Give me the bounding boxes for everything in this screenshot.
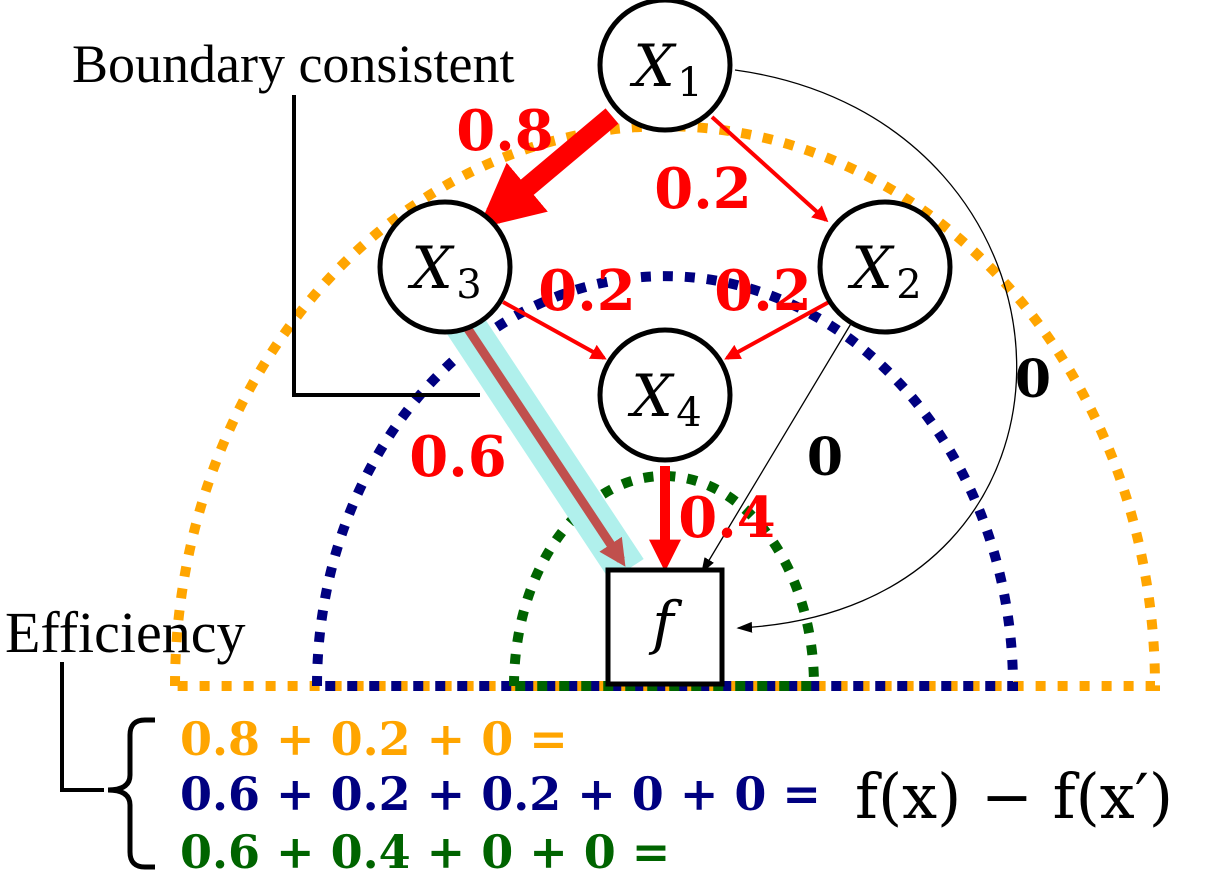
node-x3: X 3 (377, 199, 513, 335)
svg-text:X: X (627, 362, 675, 430)
svg-text:4: 4 (676, 390, 701, 436)
node-x2: X 2 (817, 199, 953, 335)
weight-x3-x4: 0.2 (538, 258, 635, 324)
svg-text:3: 3 (456, 262, 481, 308)
efficiency-label: Efficiency (5, 600, 245, 665)
edge-x3-x4 (502, 300, 607, 360)
edge-x2-f (701, 321, 853, 574)
weight-x2-x4: 0.2 (714, 258, 811, 324)
blue-boundary (311, 271, 1019, 691)
edge-x1-f (734, 69, 1018, 633)
boundary-bracket (292, 95, 480, 397)
equation-blue: 0.6 + 0.2 + 0.2 + 0 + 0 = (180, 767, 821, 821)
equation-orange: 0.8 + 0.2 + 0 = (180, 712, 568, 766)
edge-x1-x2 (710, 115, 829, 223)
boundary-consistent-label: Boundary consistent (72, 34, 514, 94)
equation-green: 0.6 + 0.4 + 0 + 0 = (180, 825, 670, 879)
svg-text:1: 1 (677, 60, 702, 106)
svg-text:X: X (847, 234, 895, 302)
weight-x4-f: 0.4 (678, 485, 775, 551)
node-x4: X 4 (597, 327, 733, 463)
equation-rhs: f(x) − f(x′) (855, 760, 1173, 833)
svg-text:2: 2 (896, 262, 921, 308)
edge-x2-x4 (724, 300, 830, 360)
edge-x3-f (462, 323, 626, 567)
weight-x1-x2: 0.2 (654, 156, 751, 222)
weight-x2-f: 0 (807, 427, 843, 488)
svg-text:X: X (629, 32, 677, 100)
node-x1: X 1 (597, 0, 733, 133)
orange-boundary (169, 121, 1161, 691)
curly-brace (107, 717, 155, 870)
node-f: f (605, 567, 725, 687)
svg-text:X: X (407, 234, 455, 302)
edge-x1-x3 (478, 108, 619, 229)
efficiency-bracket (60, 662, 104, 792)
weight-x3-f: 0.6 (409, 424, 506, 490)
weight-x1-f: 0 (1015, 349, 1051, 410)
weight-x1-x3: 0.8 (456, 98, 553, 164)
